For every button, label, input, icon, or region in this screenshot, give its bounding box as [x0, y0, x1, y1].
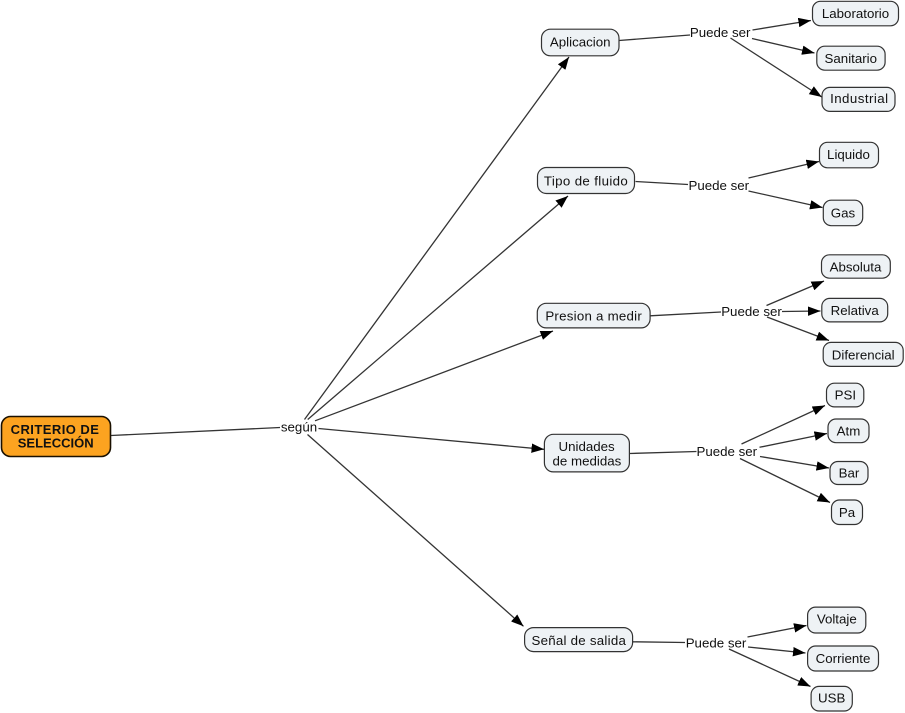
- svg-text:Puede ser: Puede ser: [696, 444, 757, 459]
- svg-text:Diferencial: Diferencial: [832, 347, 895, 362]
- svg-text:Corriente: Corriente: [816, 651, 871, 666]
- svg-text:Puede ser: Puede ser: [688, 178, 749, 193]
- svg-text:Bar: Bar: [839, 466, 860, 481]
- svg-text:Presion a medir: Presion a medir: [545, 309, 642, 324]
- svg-text:Señal de salida: Señal de salida: [531, 633, 626, 648]
- svg-text:Sanitario: Sanitario: [825, 51, 877, 66]
- svg-text:SELECCIÓN: SELECCIÓN: [18, 436, 94, 451]
- svg-text:Aplicacion: Aplicacion: [550, 34, 611, 49]
- svg-text:Relativa: Relativa: [831, 303, 880, 318]
- svg-text:Puede ser: Puede ser: [686, 636, 747, 651]
- svg-text:Absoluta: Absoluta: [830, 260, 882, 275]
- svg-text:CRITERIO DE: CRITERIO DE: [11, 422, 100, 437]
- svg-text:Puede ser: Puede ser: [721, 304, 782, 319]
- svg-text:Industrial: Industrial: [830, 91, 888, 106]
- svg-text:Atm: Atm: [837, 424, 861, 439]
- svg-text:Gas: Gas: [831, 205, 856, 220]
- svg-text:Liquido: Liquido: [827, 147, 870, 162]
- svg-text:Unidades: Unidades: [559, 439, 616, 454]
- svg-text:PSI: PSI: [835, 388, 856, 403]
- svg-text:Tipo de fluido: Tipo de fluido: [544, 174, 628, 189]
- svg-text:según: según: [281, 420, 317, 435]
- svg-text:Voltaje: Voltaje: [817, 612, 857, 627]
- svg-text:Pa: Pa: [839, 505, 856, 520]
- svg-text:de medidas: de medidas: [553, 454, 622, 469]
- svg-text:USB: USB: [818, 691, 845, 706]
- svg-text:Laboratorio: Laboratorio: [822, 6, 889, 21]
- svg-text:Puede ser: Puede ser: [690, 25, 751, 40]
